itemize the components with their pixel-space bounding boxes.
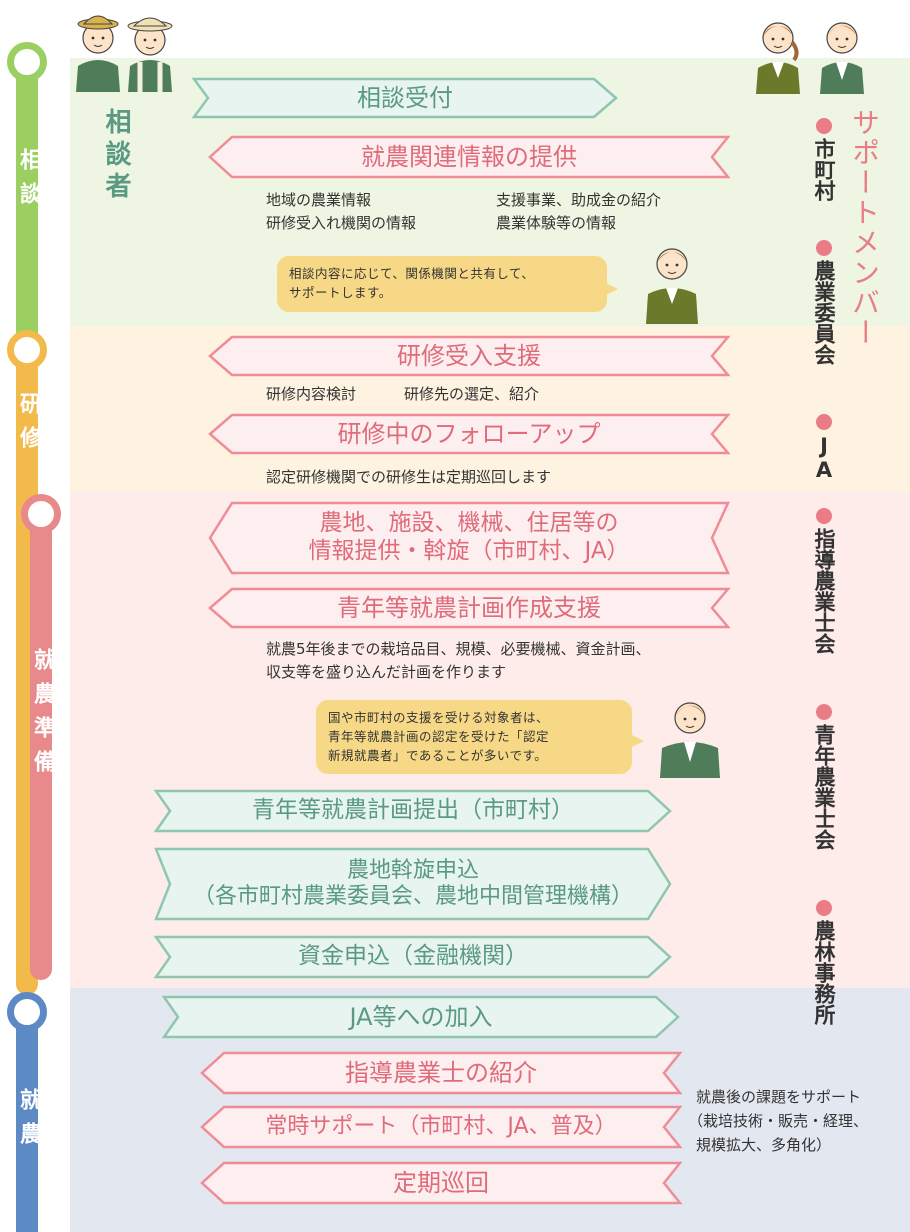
- step-label: 資金申込（金融機関）: [298, 943, 528, 970]
- member-agricultural-committee: 農業委員会: [808, 240, 840, 365]
- step-label: 研修中のフォローアップ: [337, 419, 601, 448]
- bubble-tail: [630, 734, 644, 748]
- member-agriculture-office: 農林事務所: [808, 900, 840, 1025]
- step-ongoing-support: 常時サポート（市町村、JA、普及）: [198, 1104, 684, 1150]
- staff-man-illustration: [654, 688, 726, 778]
- member-young-farmers: 青年農業士会: [808, 704, 840, 850]
- support-staff-illustration: [752, 8, 892, 94]
- step-label: 定期巡回: [393, 1168, 489, 1197]
- step-instructor-introduction: 指導農業士の紹介: [198, 1050, 684, 1096]
- info-desc-1: 地域の農業情報: [266, 191, 372, 209]
- timeline-bar-consult: [16, 60, 38, 350]
- step-training-follow-up: 研修中のフォローアップ: [206, 412, 732, 456]
- step-label: 相談受付: [357, 83, 453, 112]
- step-label: 指導農業士の紹介: [345, 1058, 537, 1087]
- step-label: JA等への加入: [349, 1002, 493, 1031]
- timeline-bar-farming: [16, 1000, 38, 1232]
- stage-label-training: 研修: [16, 392, 41, 460]
- after-desc-2: （栽培技術・販売・経理、: [688, 1112, 869, 1130]
- member-dot: [816, 118, 832, 134]
- info-desc-3: 支援事業、助成金の紹介: [496, 191, 662, 209]
- step-label: 研修受入支援: [397, 341, 541, 370]
- training-desc-1: 研修内容検討: [266, 385, 357, 403]
- plan-desc-1: 就農5年後までの栽培品目、規模、必要機械、資金計画、: [266, 640, 651, 658]
- follow-desc: 認定研修機関での研修生は定期巡回します: [266, 468, 552, 486]
- step-label: 青年等就農計画作成支援: [337, 593, 601, 622]
- timeline-node-farming: [7, 992, 47, 1032]
- step-ja-membership: JA等への加入: [160, 994, 682, 1040]
- after-desc-1: 就農後の課題をサポート: [696, 1088, 862, 1106]
- member-dot: [816, 414, 832, 430]
- member-dot: [816, 240, 832, 256]
- stage-label-prep: 就農準備: [30, 648, 55, 784]
- step-regular-visits: 定期巡回: [198, 1160, 684, 1206]
- step-plan-creation-support: 青年等就農計画作成支援: [206, 586, 732, 630]
- timeline-node-consult: [7, 42, 47, 82]
- member-ja: JA: [808, 414, 840, 482]
- consultant-label: 相談者: [101, 108, 131, 204]
- step-plan-submission: 青年等就農計画提出（市町村）: [152, 788, 674, 834]
- step-label: 青年等就農計画提出（市町村）: [252, 797, 574, 824]
- timeline-node-training: [7, 330, 47, 370]
- stage-label-farming: 就農: [16, 1088, 41, 1156]
- member-municipality: 市町村: [808, 118, 840, 201]
- farmer-couple-illustration: [70, 4, 180, 92]
- support-members-title: サポートメンバー: [848, 108, 881, 348]
- step-farmland-application: 農地斡旋申込 （各市町村農業委員会、農地中間管理機構）: [152, 846, 674, 922]
- step-fund-application: 資金申込（金融機関）: [152, 934, 674, 980]
- plan-desc-2: 収支等を盛り込んだ計画を作ります: [266, 663, 507, 681]
- bubble-tail: [604, 282, 618, 296]
- member-dot: [816, 704, 832, 720]
- info-desc-2: 研修受入れ機関の情報: [266, 214, 417, 232]
- step-label: 常時サポート（市町村、JA、普及）: [265, 1113, 617, 1139]
- speech-bubble-certified: 国や市町村の支援を受ける対象者は、 青年等就農計画の認定を受けた「認定 新規就農…: [316, 700, 632, 774]
- after-desc-3: 規模拡大、多角化）: [696, 1136, 832, 1154]
- step-farming-info: 就農関連情報の提供: [206, 134, 732, 180]
- member-instructor-farmers: 指導農業士会: [808, 508, 840, 654]
- staff-woman-illustration: [640, 236, 704, 324]
- step-label: 農地、施設、機械、住居等の 情報提供・斡旋（市町村、JA）: [308, 510, 630, 564]
- step-training-support: 研修受入支援: [206, 334, 732, 378]
- step-consultation-reception: 相談受付: [190, 76, 620, 120]
- timeline-bar-prep: [30, 508, 52, 980]
- member-dot: [816, 900, 832, 916]
- step-label: 農地斡旋申込 （各市町村農業委員会、農地中間管理機構）: [192, 857, 633, 909]
- step-label: 就農関連情報の提供: [361, 142, 577, 171]
- info-desc-4: 農業体験等の情報: [496, 214, 617, 232]
- step-property-info: 農地、施設、機械、住居等の 情報提供・斡旋（市町村、JA）: [206, 500, 732, 576]
- speech-bubble-share: 相談内容に応じて、関係機関と共有して、 サポートします。: [277, 256, 607, 312]
- stage-label-consult: 相談: [16, 148, 41, 216]
- member-dot: [816, 508, 832, 524]
- timeline-node-prep: [21, 494, 61, 534]
- training-desc-2: 研修先の選定、紹介: [404, 385, 540, 403]
